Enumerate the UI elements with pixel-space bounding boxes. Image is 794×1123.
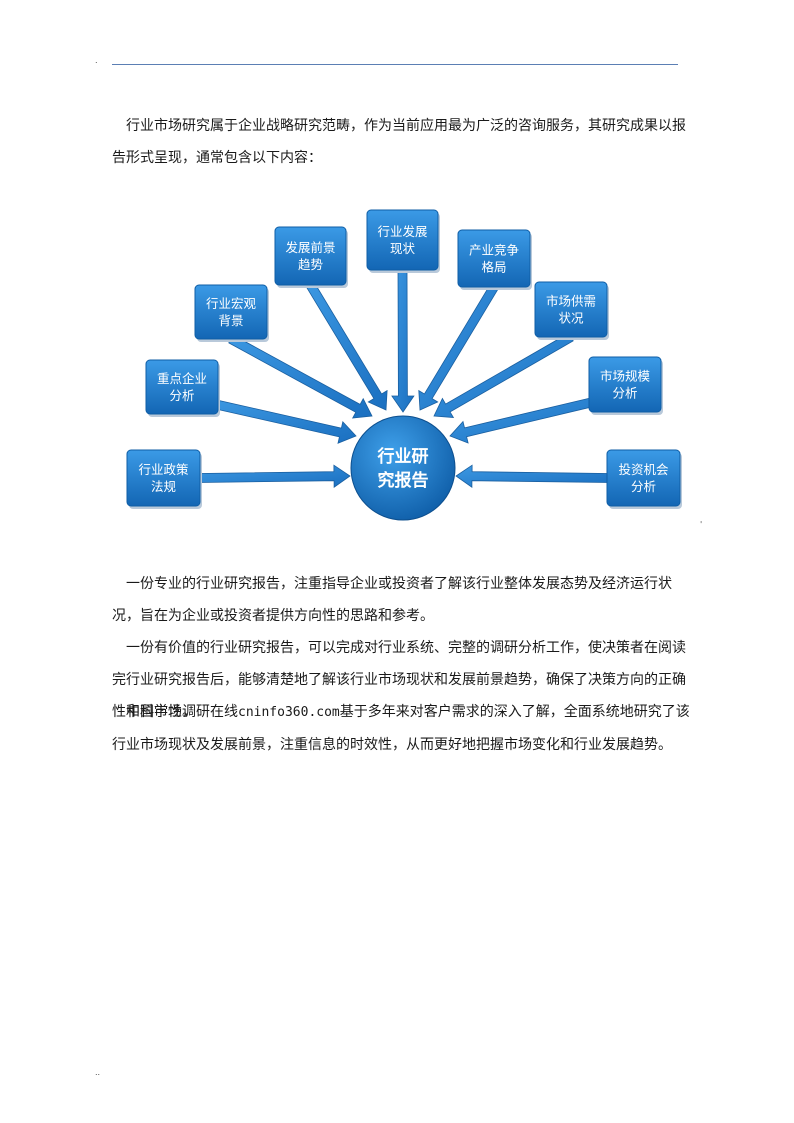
arrow-1 [199, 464, 351, 488]
arrow-5 [391, 269, 415, 413]
topic-node-label: 法规 [151, 479, 176, 494]
footer-mark: .. [95, 1068, 101, 1077]
topic-node-label: 分析 [169, 388, 194, 403]
report-contents-diagram: 行业政策法规重点企业分析行业宏观背景发展前景趋势行业发展现状产业竞争格局市场供需… [126, 209, 682, 521]
center-label-line-2: 究报告 [378, 470, 429, 491]
topic-node-label: 状况 [558, 311, 584, 326]
topic-node-box [606, 449, 681, 507]
topic-node-box [126, 449, 201, 507]
topic-node-label: 现状 [390, 241, 416, 256]
arrow-8 [449, 397, 595, 444]
topic-node-label: 趋势 [298, 257, 324, 272]
para-text-after: 基于多年来对客户需求的深入了解，全面系统地研究了该行业市场现状及发展前景，注重信… [112, 704, 690, 753]
body-paragraph-1: 一份专业的行业研究报告，注重指导企业或投资者了解该行业整体发展态势及经济运行状况… [112, 576, 672, 624]
arrow-4 [306, 282, 388, 411]
arrow-2 [212, 399, 357, 444]
para-text-before: 中国市场调研在线 [126, 704, 238, 720]
intro-paragraph: 行业市场研究属于企业战略研究范畴，作为当前应用最为广泛的咨询服务，其研究成果以报… [112, 118, 686, 166]
center-label-line-1: 行业研 [377, 446, 429, 467]
topic-node-label: 分析 [631, 479, 656, 494]
topic-node-box [366, 209, 439, 271]
topic-node-label: 行业政策 [138, 462, 189, 477]
topic-node-box [588, 356, 662, 413]
topic-node-box [274, 226, 347, 286]
body-paragraph-2: 一份有价值的行业研究报告，可以完成对行业系统、完整的调研分析工作，使决策者在阅读… [112, 640, 686, 720]
body-paragraph-3: 中国市场调研在线cninfo360.com基于多年来对客户需求的深入了解，全面系… [112, 696, 692, 761]
topic-node-4: 发展前景趋势 [274, 226, 348, 288]
arrow-6 [418, 284, 499, 411]
arrow-9 [455, 464, 608, 488]
topic-node-label: 分析 [612, 386, 637, 401]
topic-node-label: 格局 [481, 260, 506, 275]
topic-node-box [457, 229, 531, 288]
arrow-7 [433, 332, 574, 418]
topic-node-label: 发展前景 [285, 240, 335, 255]
topic-node-box [194, 284, 268, 340]
header-mark: . [95, 56, 98, 65]
header-rule [112, 64, 678, 65]
topic-node-box [145, 359, 219, 415]
topic-node-label: 投资机会 [618, 462, 669, 477]
side-mark: ' [700, 520, 703, 529]
center-node: 行业研 究报告 [350, 415, 456, 521]
topic-node-label: 市场规模 [600, 369, 651, 384]
topic-node-label: 行业发展 [377, 224, 427, 239]
site-name: cninfo360.com [238, 705, 340, 720]
topic-node-label: 产业竞争 [469, 243, 519, 258]
topic-node-label: 背景 [218, 313, 243, 328]
topic-node-label: 行业宏观 [206, 296, 257, 311]
topic-node-box [534, 281, 608, 338]
topic-node-label: 市场供需 [546, 294, 596, 309]
topic-node-label: 重点企业 [157, 371, 207, 386]
arrow-3 [228, 334, 373, 419]
